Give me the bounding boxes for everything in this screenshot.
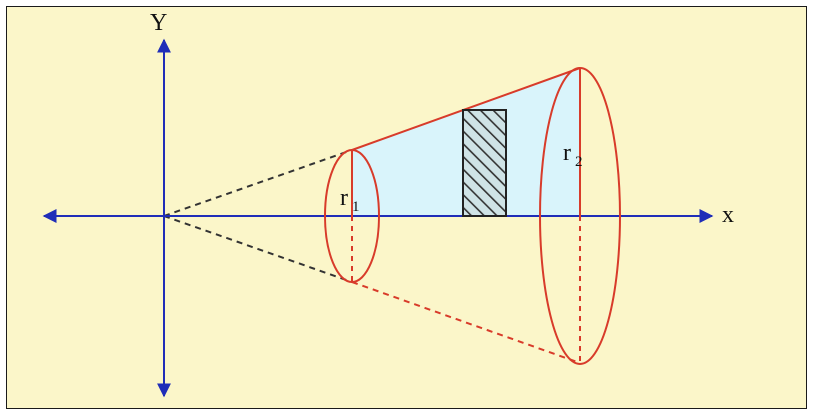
r1-label: r xyxy=(340,185,348,211)
r1-subscript: 1 xyxy=(352,199,360,215)
r2-subscript: 2 xyxy=(575,154,583,170)
cone-upper-dashed xyxy=(163,149,353,217)
cone-lower-dashed xyxy=(163,215,353,283)
hatched-strip xyxy=(462,109,507,217)
x-axis-label: x xyxy=(722,202,734,228)
y-axis-label: Y xyxy=(150,10,167,36)
frustum-lower-dashed xyxy=(351,281,581,364)
r2-label: r xyxy=(563,140,571,166)
